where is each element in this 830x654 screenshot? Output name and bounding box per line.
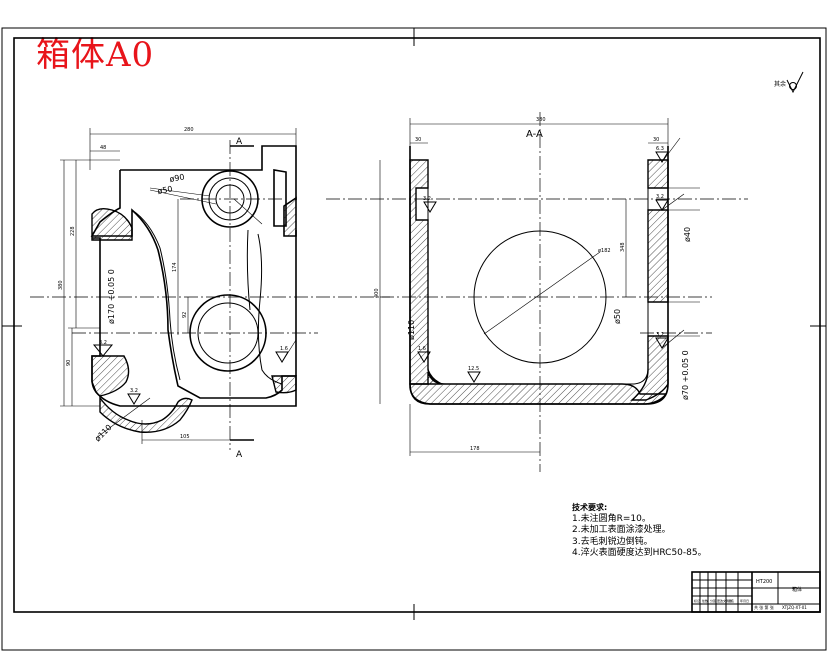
- svg-text:ø182: ø182: [598, 248, 611, 254]
- svg-text:348: 348: [620, 242, 626, 252]
- dim-overall-width: 280: [89, 127, 297, 170]
- svg-text:3.2: 3.2: [423, 196, 431, 202]
- svg-text:12.5: 12.5: [468, 366, 479, 372]
- svg-text:30: 30: [415, 137, 421, 143]
- svg-text:A: A: [236, 450, 243, 460]
- dim-sv-inner-height: 348: [620, 199, 627, 297]
- svg-text:HT200: HT200: [756, 579, 772, 585]
- svg-text:380: 380: [58, 280, 64, 290]
- svg-text:6.3: 6.3: [656, 146, 664, 152]
- svg-text:处数: 处数: [702, 598, 708, 603]
- general-roughness-symbol: 其余: [774, 71, 804, 94]
- svg-text:30: 30: [653, 137, 659, 143]
- svg-text:签名: 签名: [728, 598, 734, 603]
- svg-text:92: 92: [182, 312, 188, 318]
- svg-text:ø70 +0.05 0: ø70 +0.05 0: [681, 350, 690, 400]
- tech-req-heading: 技术要求:: [572, 503, 608, 512]
- svg-text:380: 380: [536, 117, 546, 123]
- dim-sv-overall-height: 400: [374, 160, 381, 404]
- svg-text:48: 48: [100, 145, 106, 151]
- dim-left-offset: 48: [90, 145, 120, 152]
- svg-text:178: 178: [470, 446, 480, 452]
- svg-text:箱体: 箱体: [792, 586, 802, 593]
- svg-text:ø170 +0.05 0: ø170 +0.05 0: [107, 269, 116, 324]
- tech-req-item: 4.淬火表面硬度达到HRC50-85。: [572, 548, 707, 558]
- svg-text:3.2: 3.2: [656, 194, 664, 200]
- svg-text:A-A: A-A: [526, 129, 543, 140]
- technical-requirements: 技术要求: 1.未注圆角R=10。 2.未加工表面涂漆处理。 3.去毛刺锐边倒钝…: [572, 502, 707, 560]
- svg-text:其余: 其余: [774, 80, 786, 88]
- dim-small-dist: 92: [182, 297, 189, 333]
- svg-text:ø40: ø40: [683, 227, 692, 242]
- dim-overall-height: 380: [58, 159, 120, 407]
- svg-text:标记: 标记: [694, 598, 700, 603]
- dim-sv-bottom-width: 178: [409, 404, 540, 456]
- svg-text:XTJZQ-XT-01: XTJZQ-XT-01: [782, 605, 807, 610]
- title-block: HT200 箱体 XTJZQ-XT-01 共 张 第 张 标记 处数 分区 更改…: [691, 571, 821, 613]
- svg-text:3.2: 3.2: [99, 340, 107, 346]
- svg-text:ø50: ø50: [157, 184, 173, 195]
- section-view-aa: A-A ø182 380 30: [326, 112, 748, 472]
- svg-text:ø110: ø110: [93, 423, 114, 444]
- dim-sv-wall-left: 30: [410, 137, 428, 144]
- svg-text:400: 400: [374, 288, 380, 298]
- svg-text:ø110: ø110: [407, 320, 416, 340]
- svg-text:3.2: 3.2: [130, 388, 138, 394]
- svg-text:105: 105: [180, 434, 190, 440]
- svg-text:共 张 第 张: 共 张 第 张: [754, 604, 774, 610]
- dim-upper-height: 228: [70, 160, 77, 328]
- dim-lower-height: 90: [66, 327, 100, 406]
- dim-center-dist: 174: [172, 199, 179, 335]
- svg-text:228: 228: [70, 226, 76, 236]
- svg-text:280: 280: [184, 127, 194, 133]
- svg-text:90: 90: [66, 360, 72, 366]
- svg-text:ø50: ø50: [613, 309, 622, 324]
- svg-text:分区: 分区: [710, 598, 716, 603]
- svg-text:ø90: ø90: [169, 172, 185, 183]
- svg-text:A: A: [236, 137, 243, 147]
- tech-req-item: 2.未加工表面涂漆处理。: [572, 525, 671, 535]
- sheet-border: [1, 27, 827, 651]
- dim-sv-overall-width: 380: [409, 117, 669, 146]
- svg-text:年月日: 年月日: [740, 598, 749, 603]
- tech-req-item: 3.去毛刺锐边倒钝。: [572, 536, 653, 547]
- left-view: A A 280 48 380 228 90: [30, 127, 390, 460]
- dim-sv-wall-right: 30: [648, 137, 668, 144]
- svg-text:1.6: 1.6: [418, 346, 426, 352]
- tech-req-item: 1.未注圆角R=10。: [572, 513, 651, 524]
- svg-text:1.6: 1.6: [280, 346, 288, 352]
- svg-text:174: 174: [172, 262, 178, 272]
- dim-bottom-offset: 105: [141, 420, 230, 444]
- svg-text:更改文件号: 更改文件号: [717, 598, 732, 603]
- svg-text:3.2: 3.2: [656, 332, 664, 338]
- title-stamp: 箱体A0: [36, 35, 155, 75]
